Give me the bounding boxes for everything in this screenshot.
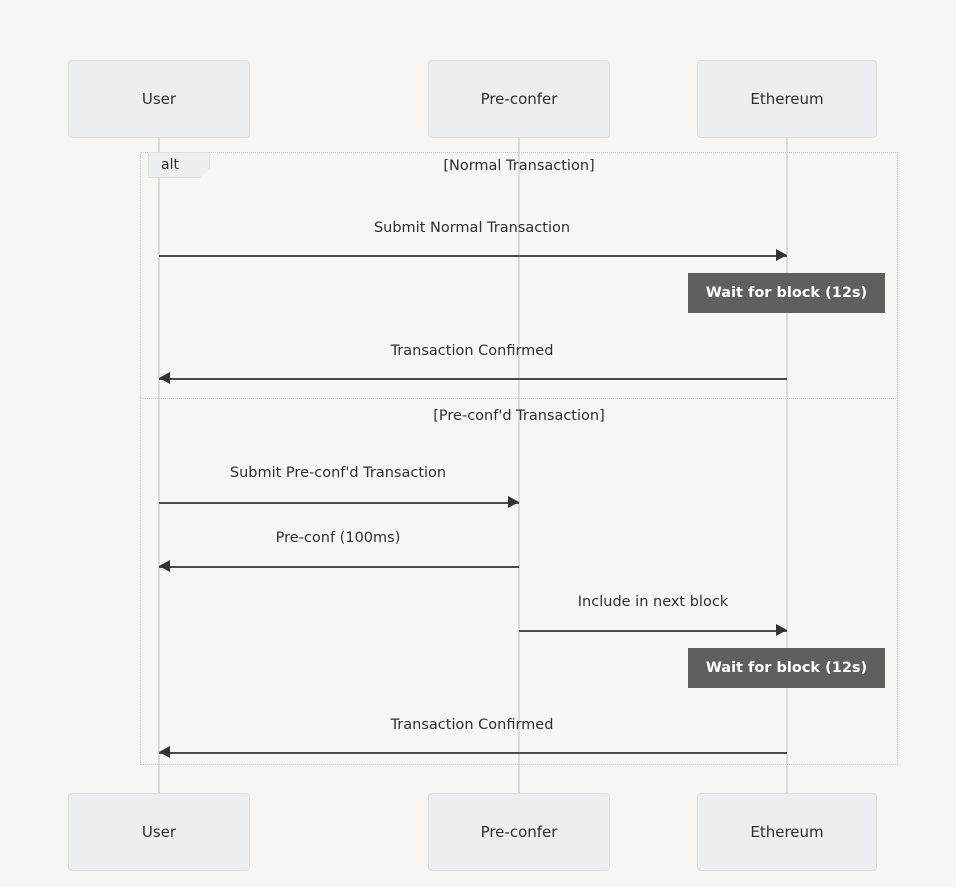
message-line-m5	[519, 630, 787, 632]
note-label-n1: Wait for block (12s)	[705, 285, 868, 301]
message-label-m3: Submit Pre-conf'd Transaction	[230, 465, 446, 481]
arrow-head-m1	[776, 249, 787, 261]
participant-box-ethereum-bottom[interactable]: Ethereum	[697, 793, 877, 871]
message-text-m3: Submit Pre-conf'd Transaction	[229, 465, 447, 481]
message-line-m3	[159, 502, 519, 504]
alt-condition-1: [Normal Transaction]	[140, 158, 898, 174]
participant-label-preconfer-top: Pre-confer	[480, 90, 558, 108]
arrow-head-m6	[159, 746, 170, 758]
note-n1: Wait for block (12s)	[688, 273, 885, 313]
message-label-m5: Include in next block	[578, 594, 728, 610]
participant-label-preconfer-bottom: Pre-confer	[480, 823, 558, 841]
note-label-n2: Wait for block (12s)	[705, 660, 868, 676]
arrow-head-m5	[776, 624, 787, 636]
alt-condition-2-label: [Pre-conf'd Transaction]	[433, 408, 605, 424]
message-label-m1: Submit Normal Transaction	[374, 220, 570, 236]
participant-box-ethereum-top[interactable]: Ethereum	[697, 60, 877, 138]
message-line-m2	[159, 378, 787, 380]
arrow-head-m3	[508, 496, 519, 508]
message-text-m5: Include in next block	[577, 594, 729, 610]
participant-box-preconfer-bottom[interactable]: Pre-confer	[428, 793, 610, 871]
alt-condition-1-label: [Normal Transaction]	[443, 158, 595, 174]
participant-box-user-bottom[interactable]: User	[68, 793, 250, 871]
participant-box-user-top[interactable]: User	[68, 60, 250, 138]
lifeline-user	[158, 138, 160, 793]
alt-tag-label: alt	[161, 157, 179, 173]
participant-label-user-bottom: User	[141, 823, 177, 841]
message-line-m1	[159, 255, 787, 257]
lifeline-ethereum	[786, 138, 788, 793]
message-label-m4: Pre-conf (100ms)	[276, 530, 401, 546]
alt-tag: alt	[148, 152, 210, 178]
participant-label-ethereum-top: Ethereum	[750, 90, 824, 108]
note-n2: Wait for block (12s)	[688, 648, 885, 688]
alt-frame	[140, 152, 898, 765]
message-text-m4: Pre-conf (100ms)	[275, 530, 401, 546]
message-line-m4	[159, 566, 519, 568]
lifeline-preconfer	[518, 138, 520, 793]
message-text-m2: Transaction Confirmed	[390, 343, 554, 359]
message-label-m2: Transaction Confirmed	[391, 343, 554, 359]
alt-condition-2: [Pre-conf'd Transaction]	[140, 408, 898, 424]
participant-label-ethereum-bottom: Ethereum	[750, 823, 824, 841]
participant-box-preconfer-top[interactable]: Pre-confer	[428, 60, 610, 138]
message-text-m1: Submit Normal Transaction	[373, 220, 571, 236]
participant-label-user-top: User	[141, 90, 177, 108]
arrow-head-m2	[159, 372, 170, 384]
alt-section-divider	[140, 398, 898, 399]
message-label-m6: Transaction Confirmed	[391, 717, 554, 733]
arrow-head-m4	[159, 560, 170, 572]
message-line-m6	[159, 752, 787, 754]
message-text-m6: Transaction Confirmed	[390, 717, 554, 733]
